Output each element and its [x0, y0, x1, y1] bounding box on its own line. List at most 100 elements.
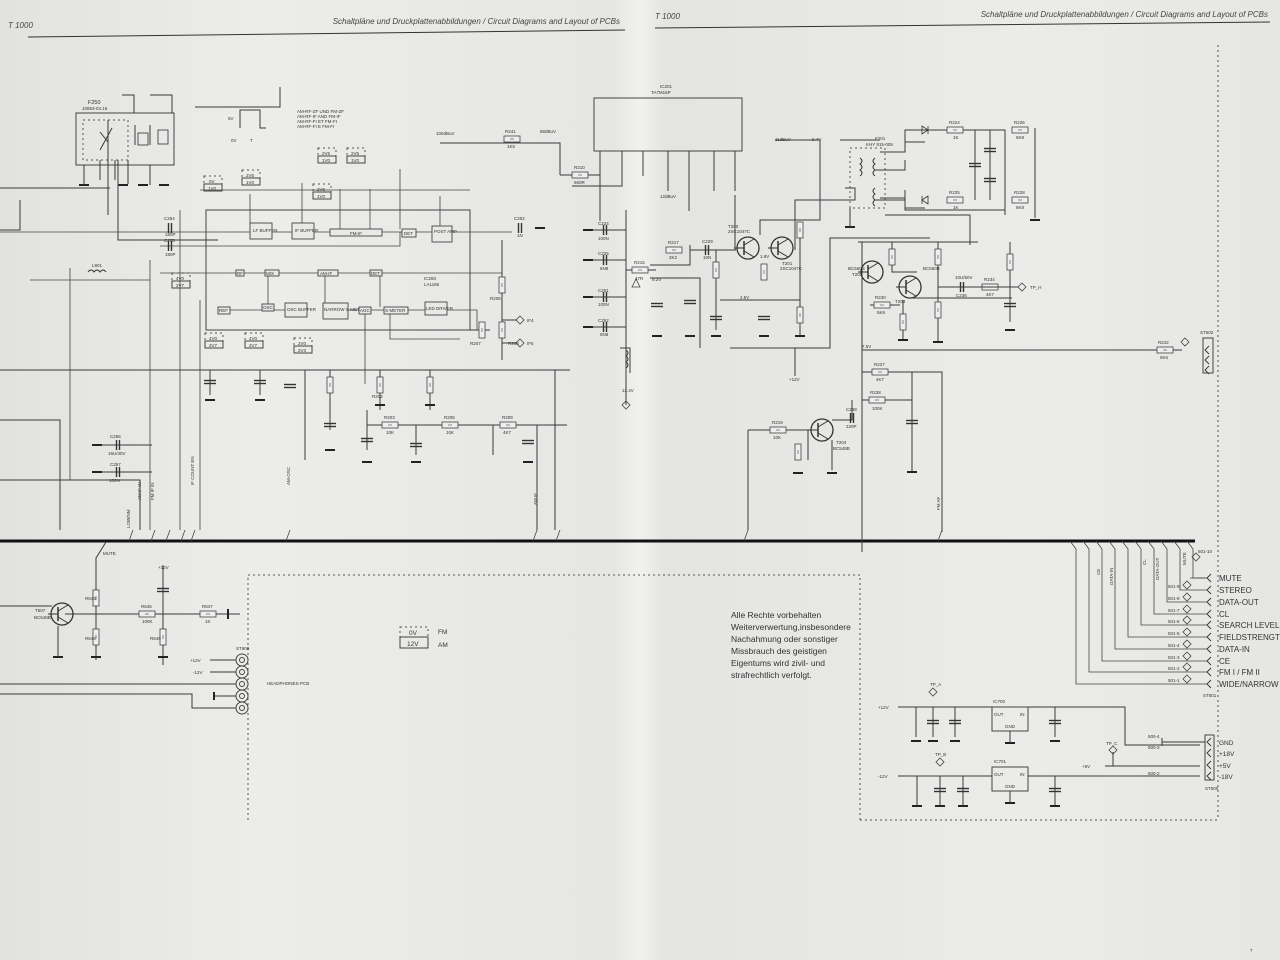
ref: C255	[164, 238, 175, 243]
pin-ref: 500-3	[1148, 745, 1160, 750]
mode-legend: 0V 12V FM AM	[399, 626, 448, 649]
pin-label: MUTE	[1219, 574, 1242, 583]
ic-type: TA7M16P	[651, 90, 671, 95]
value: 5K6	[877, 310, 886, 315]
ref: R228	[1014, 190, 1025, 195]
pin-label: FM I / FM II	[1219, 668, 1260, 677]
value: 2K2	[669, 255, 678, 260]
test-point-label: TP_B	[935, 752, 946, 757]
test-point-icon	[1182, 639, 1192, 649]
value: 100N	[598, 236, 609, 241]
header-rule	[654, 21, 1271, 29]
pin-icon	[1206, 679, 1212, 689]
block-label: LED DRIVER	[426, 306, 454, 311]
test-point-icon	[1182, 604, 1192, 614]
level-label: 2.5V	[740, 295, 749, 300]
coil-l901: L901	[87, 263, 107, 273]
ref: R645	[141, 604, 152, 609]
test-point-icon	[1182, 580, 1192, 590]
ref: R210	[574, 165, 585, 170]
connector-st500: GND +18V +5V -18V 500-4 500-3 500-2 ST50…	[1148, 734, 1235, 791]
header-left: T 1000 Schaltpläne und Druckplattenabbil…	[8, 17, 626, 38]
pin-label: +5V	[1219, 763, 1231, 770]
ref: R203	[384, 415, 395, 420]
value: 220P	[846, 424, 857, 429]
value: 6N8	[600, 332, 609, 337]
level-label: 88dBuV	[540, 129, 556, 134]
status-top: 2V0	[298, 341, 307, 346]
note-line: AM-RF-ZF UND FM-ZF	[297, 109, 344, 114]
ref: R208	[508, 341, 519, 346]
ref: R217	[668, 240, 679, 245]
copyright-line: Eigentums wird zivil- und	[731, 658, 825, 668]
test-point-icon	[1182, 627, 1192, 637]
ref: T203	[895, 299, 906, 304]
value: 6K8	[1016, 205, 1025, 210]
status-top: 2V5	[351, 151, 360, 156]
value: 1K	[205, 619, 211, 624]
ref: C202	[514, 216, 525, 221]
bus-label: AM IF IN	[137, 482, 142, 500]
note-line: AM-RF-FI E FM-FI	[297, 124, 334, 129]
block-label: DET	[404, 231, 413, 236]
supply-line-7v5: R242 5K6 ST502	[794, 330, 1214, 376]
value: 1N	[517, 233, 523, 238]
pin-label: SEARCH LEVEL	[1219, 621, 1280, 630]
ref: R646	[150, 636, 161, 641]
ref: R226	[1014, 120, 1025, 125]
status-top: 4V0	[209, 336, 218, 341]
pin-label: FIELDSTRENGTH	[1219, 633, 1280, 642]
ref: R225	[949, 190, 960, 195]
ref: C224	[598, 221, 609, 226]
warning-triangle-icon	[631, 278, 641, 288]
value: 2SC1047C	[728, 229, 751, 234]
connector-pin-row: 501-8 DATA-OUT	[1168, 592, 1259, 607]
level-label: 100dBuV	[436, 131, 455, 136]
pin-icon	[1206, 597, 1212, 607]
pin-label: CE	[1219, 657, 1230, 666]
pin-ref: 501-8	[1168, 596, 1180, 601]
ic-ref: IC701	[994, 759, 1007, 764]
block-label: OSC BUFFER	[287, 307, 317, 312]
status-bot: 2V7	[209, 343, 218, 348]
test-point-label: TP_H	[1030, 285, 1042, 290]
pin-label: DATA-OUT	[1219, 598, 1259, 607]
regulator-ic701: IC701 OUT IN GND -12V +5V TP_B TP_C	[878, 741, 1200, 807]
pin-icon	[1206, 667, 1212, 677]
level-label: +12V	[789, 377, 800, 382]
ref: C251	[598, 288, 609, 293]
pulse-low: 0V	[231, 138, 237, 143]
ref: C225	[598, 251, 609, 256]
pin-label: IN	[1020, 712, 1025, 717]
note-line: AM-RF-IF AND FM-IF	[297, 114, 341, 119]
ic-type: LA1186	[424, 282, 440, 287]
pin-icon	[1206, 656, 1212, 666]
pin-label: OUT	[994, 712, 1004, 717]
bus-label: AM IF	[533, 493, 538, 505]
level-label: 12.4V	[622, 388, 634, 393]
diode-icon	[921, 125, 929, 135]
status-top: 0V	[209, 179, 215, 184]
value: 560R	[574, 180, 586, 185]
connector-ref: ST502	[1200, 330, 1214, 335]
bus-tag: DATA-OUT	[1155, 557, 1160, 580]
header-rule	[27, 29, 626, 38]
value: BC548B	[34, 615, 51, 620]
value: 10K	[446, 430, 454, 435]
status-bot: 1V0	[322, 158, 331, 163]
legend-voltage: 0V	[409, 630, 418, 637]
pulse-t: T	[250, 138, 253, 143]
ref: R238	[870, 390, 881, 395]
value: 180P	[165, 232, 176, 237]
pin-icon	[1206, 585, 1212, 595]
bus-tag: CL	[1142, 559, 1147, 565]
ref: C229	[702, 239, 713, 244]
value: 10U/50V	[955, 275, 973, 280]
pin-label: IN	[1020, 772, 1025, 777]
bus-tag: MUTE	[1182, 552, 1187, 565]
